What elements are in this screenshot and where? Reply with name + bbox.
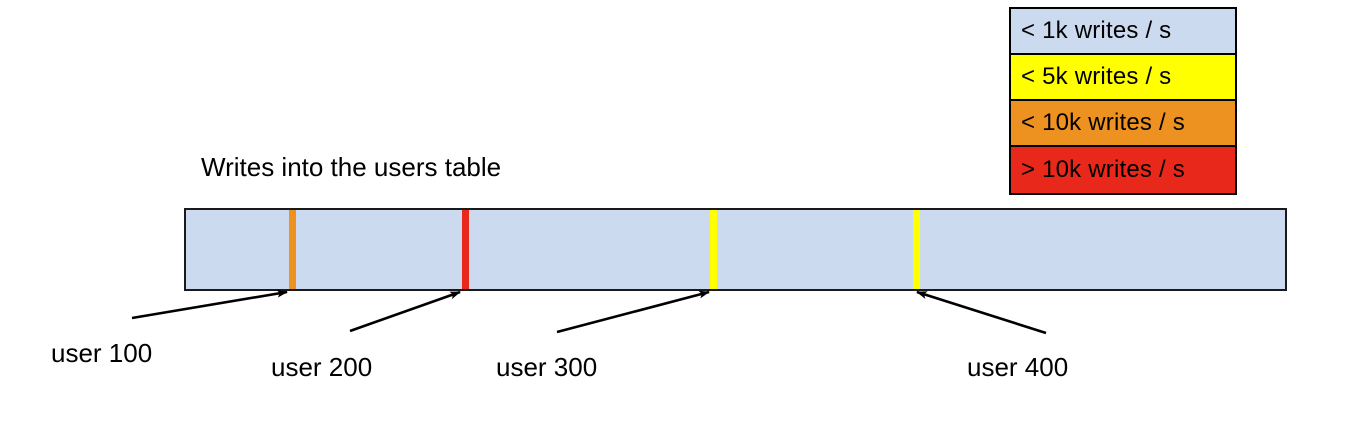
marker-stripe-user-300	[710, 210, 717, 289]
arrow-user-400	[916, 290, 1047, 335]
callout-label-user-300: user 300	[496, 352, 598, 382]
marker-stripe-user-100	[289, 210, 296, 289]
chart-title: Writes into the users table	[201, 152, 502, 182]
arrow-user-200	[349, 290, 461, 333]
callout-label-user-100: user 100	[51, 338, 153, 368]
legend-item-lt-5k: < 5k writes / s	[1011, 55, 1235, 101]
bar-base-segment	[186, 210, 1285, 289]
legend-item-lt-1k: < 1k writes / s	[1011, 9, 1235, 55]
legend-item-lt-10k: < 10k writes / s	[1011, 101, 1235, 147]
legend-item-label: > 10k writes / s	[1021, 156, 1185, 183]
writes-distribution-bar	[184, 208, 1287, 291]
legend-item-gt-10k: > 10k writes / s	[1011, 147, 1235, 193]
arrow-user-300	[556, 290, 710, 334]
legend-item-label: < 10k writes / s	[1021, 109, 1185, 136]
legend-item-label: < 1k writes / s	[1021, 17, 1172, 44]
legend-item-label: < 5k writes / s	[1021, 63, 1172, 90]
arrow-user-100	[131, 289, 288, 320]
callout-label-user-400: user 400	[967, 352, 1069, 382]
marker-stripe-user-400	[913, 210, 920, 289]
callout-label-user-200: user 200	[271, 352, 373, 382]
legend: < 1k writes / s < 5k writes / s < 10k wr…	[1009, 7, 1237, 195]
marker-stripe-user-200	[462, 210, 469, 289]
